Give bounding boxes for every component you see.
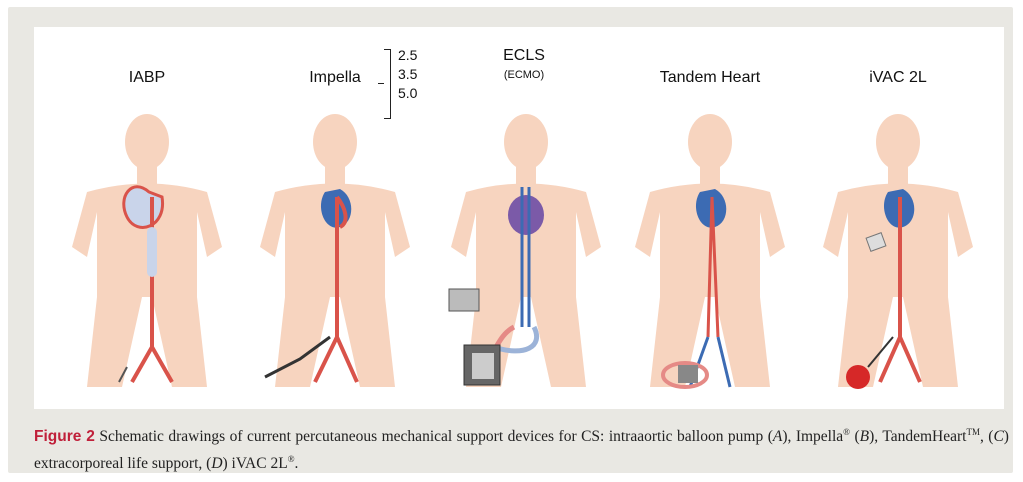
size-bracket bbox=[384, 49, 391, 119]
panel-title-iabp: IABP bbox=[128, 69, 166, 86]
caption-text-5: , ( bbox=[979, 428, 994, 446]
figure-illustration: IABP Impella bbox=[34, 27, 1004, 409]
figure-caption: Figure 2 Schematic drawings of current p… bbox=[34, 421, 1009, 475]
caption-ref-c: C bbox=[993, 428, 1004, 446]
caption-text-3: ( bbox=[850, 428, 860, 446]
torso-impella-illustration bbox=[260, 114, 410, 387]
registered-mark: ® bbox=[843, 427, 851, 437]
caption-text-8: . bbox=[294, 455, 299, 473]
caption-text-1: Schematic drawings of current percutaneo… bbox=[94, 428, 773, 446]
caption-text-4: ), TandemHeart bbox=[869, 428, 967, 446]
torso-ivac-illustration bbox=[823, 114, 973, 389]
panel-subtitle-ecls: (ECMO) bbox=[503, 69, 545, 81]
impella-size-1: 2.5 bbox=[398, 47, 418, 63]
figure-label: Figure 2 bbox=[34, 428, 95, 446]
caption-text-2: ), Impella bbox=[782, 428, 844, 446]
panel-title-impella: Impella bbox=[309, 69, 361, 86]
registered-mark-2: ® bbox=[287, 454, 295, 465]
impella-sizes: 2.5 3.5 5.0 bbox=[378, 47, 444, 119]
caption-text-6: ) extracorporeal life support, ( bbox=[34, 428, 1009, 473]
trademark-mark: TM bbox=[966, 427, 980, 437]
panel-ivac-2l: iVAC 2L bbox=[808, 27, 988, 409]
caption-ref-d: D bbox=[211, 455, 223, 473]
panel-title-tandem-heart: Tandem Heart bbox=[659, 69, 761, 86]
panel-ecls: ECLS (ECMO) bbox=[434, 27, 614, 409]
panel-title-ecls: ECLS bbox=[503, 47, 545, 64]
torso-tandem-illustration bbox=[635, 114, 785, 389]
torso-shape bbox=[72, 114, 222, 387]
impella-size-3: 5.0 bbox=[398, 85, 418, 101]
panel-title-ivac-2l: iVAC 2L bbox=[869, 69, 927, 86]
caption-ref-b: B bbox=[859, 428, 870, 446]
figure-frame: IABP Impella bbox=[8, 7, 1013, 473]
torso-ecls-illustration bbox=[448, 114, 601, 387]
torso-iabp-illustration bbox=[72, 114, 222, 387]
panel-iabp: IABP bbox=[57, 27, 237, 409]
panel-impella: Impella bbox=[245, 27, 425, 409]
caption-ref-a: A bbox=[772, 428, 783, 446]
panel-tandem-heart: Tandem Heart bbox=[620, 27, 800, 409]
impella-size-2: 3.5 bbox=[398, 66, 418, 82]
caption-text-7: ) iVAC 2L bbox=[222, 455, 288, 473]
size-bracket-tick bbox=[378, 83, 384, 84]
